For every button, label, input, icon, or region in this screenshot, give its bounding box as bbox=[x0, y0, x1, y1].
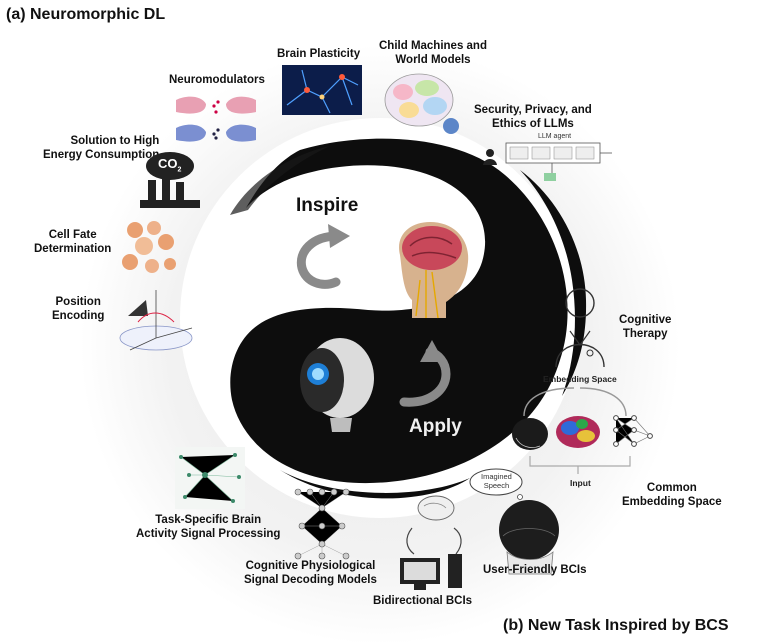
cognitive-decoding-line1: Cognitive Physiological bbox=[245, 560, 376, 572]
neural-network-image bbox=[294, 488, 350, 560]
security-line1: Security, Privacy, and bbox=[474, 104, 592, 116]
co2-subscript: 2 bbox=[177, 166, 182, 174]
common-embedding-line2: Embedding Space bbox=[622, 496, 722, 508]
topic-bidirectional-bcis: Bidirectional BCIs bbox=[373, 595, 473, 607]
brain-plasticity-neuron-image bbox=[282, 65, 362, 115]
cell-cluster-image bbox=[122, 221, 176, 273]
llm-agent-label: LLM agent bbox=[538, 133, 572, 140]
inspire-label: Inspire bbox=[296, 195, 359, 216]
apply-label: Apply bbox=[409, 416, 462, 437]
llm-agent-diagram: LLM agent bbox=[480, 133, 630, 181]
embedding-space-diagram bbox=[512, 387, 653, 474]
title-neuromorphic-dl: (a) Neuromorphic DL bbox=[6, 6, 166, 23]
topic-user-friendly-bcis: User-Friendly BCIs bbox=[483, 564, 587, 576]
robot-head-image bbox=[300, 338, 374, 432]
topic-cell-fate: Cell Fate Determination bbox=[34, 228, 111, 256]
task-specific-line1: Task-Specific Brain bbox=[155, 514, 262, 526]
topic-cognitive-decoding: Cognitive Physiological Signal Decoding … bbox=[244, 559, 377, 587]
co2-label: CO2 bbox=[158, 156, 181, 174]
bidirectional-bci-image bbox=[400, 495, 462, 590]
brush-stroke-top-left bbox=[230, 146, 330, 215]
cognitive-decoding-line2: Signal Decoding Models bbox=[244, 574, 377, 586]
task-specific-line2: Activity Signal Processing bbox=[136, 528, 281, 540]
llm-agent-boxes bbox=[483, 142, 612, 181]
human-brain-head-image bbox=[399, 222, 469, 319]
brain-signal-network-image bbox=[175, 447, 245, 509]
energy-line1: Solution to High bbox=[70, 135, 160, 147]
topic-brain-plasticity: Brain Plasticity bbox=[277, 48, 361, 60]
child-machines-line1: Child Machines and bbox=[379, 40, 487, 52]
child-machines-line2: World Models bbox=[395, 54, 471, 66]
cell-fate-line2: Determination bbox=[34, 243, 112, 255]
topic-neuromodulators: Neuromodulators bbox=[169, 74, 265, 86]
cognitive-therapy-line2: Therapy bbox=[622, 328, 668, 340]
security-line2: Ethics of LLMs bbox=[492, 118, 574, 130]
topic-common-embedding: Common Embedding Space bbox=[622, 481, 722, 509]
embedding-space-label: Embedding Space bbox=[543, 374, 617, 384]
position-encoding-line2: Encoding bbox=[52, 310, 105, 322]
imagined-speech-bubble bbox=[469, 468, 523, 500]
position-encoding-line1: Position bbox=[55, 296, 101, 308]
position-encoding-axes-image bbox=[119, 290, 193, 351]
neuromodulator-synapse-image bbox=[176, 96, 256, 142]
inspire-arrow-head bbox=[328, 224, 350, 248]
cognitive-therapy-doctor-image bbox=[555, 288, 605, 368]
inspire-cycle-arrow bbox=[296, 231, 343, 289]
cell-fate-line1: Cell Fate bbox=[48, 229, 97, 241]
brush-stroke-bottom bbox=[280, 470, 470, 499]
topic-child-machines: Child Machines and World Models bbox=[379, 39, 487, 67]
title-new-task: (b) New Task Inspired by BCS bbox=[503, 617, 729, 634]
cognitive-therapy-line1: Cognitive bbox=[619, 314, 672, 326]
topic-security-llms: Security, Privacy, and Ethics of LLMs bbox=[474, 103, 592, 131]
co2-factory-image bbox=[140, 152, 200, 208]
input-label: Input bbox=[570, 478, 591, 488]
imagined-line1: Imagined bbox=[481, 472, 512, 481]
common-embedding-line1: Common bbox=[646, 482, 697, 494]
topic-cognitive-therapy: Cognitive Therapy bbox=[619, 313, 671, 341]
apply-arrow-head bbox=[420, 340, 444, 362]
co2-text: CO bbox=[158, 156, 178, 171]
world-model-brain-image bbox=[384, 73, 459, 134]
brush-stroke-right bbox=[520, 170, 587, 396]
imagined-speech-text: Imagined Speech bbox=[481, 472, 512, 490]
topic-task-specific: Task-Specific Brain Activity Signal Proc… bbox=[136, 513, 280, 541]
energy-line2: Energy Consumption bbox=[43, 149, 160, 161]
eeg-cap-head-image bbox=[499, 500, 559, 575]
imagined-line2: Speech bbox=[483, 481, 510, 490]
topic-energy-consumption: Solution to High Energy Consumption bbox=[43, 134, 159, 162]
topic-position-encoding: Position Encoding bbox=[52, 295, 104, 323]
